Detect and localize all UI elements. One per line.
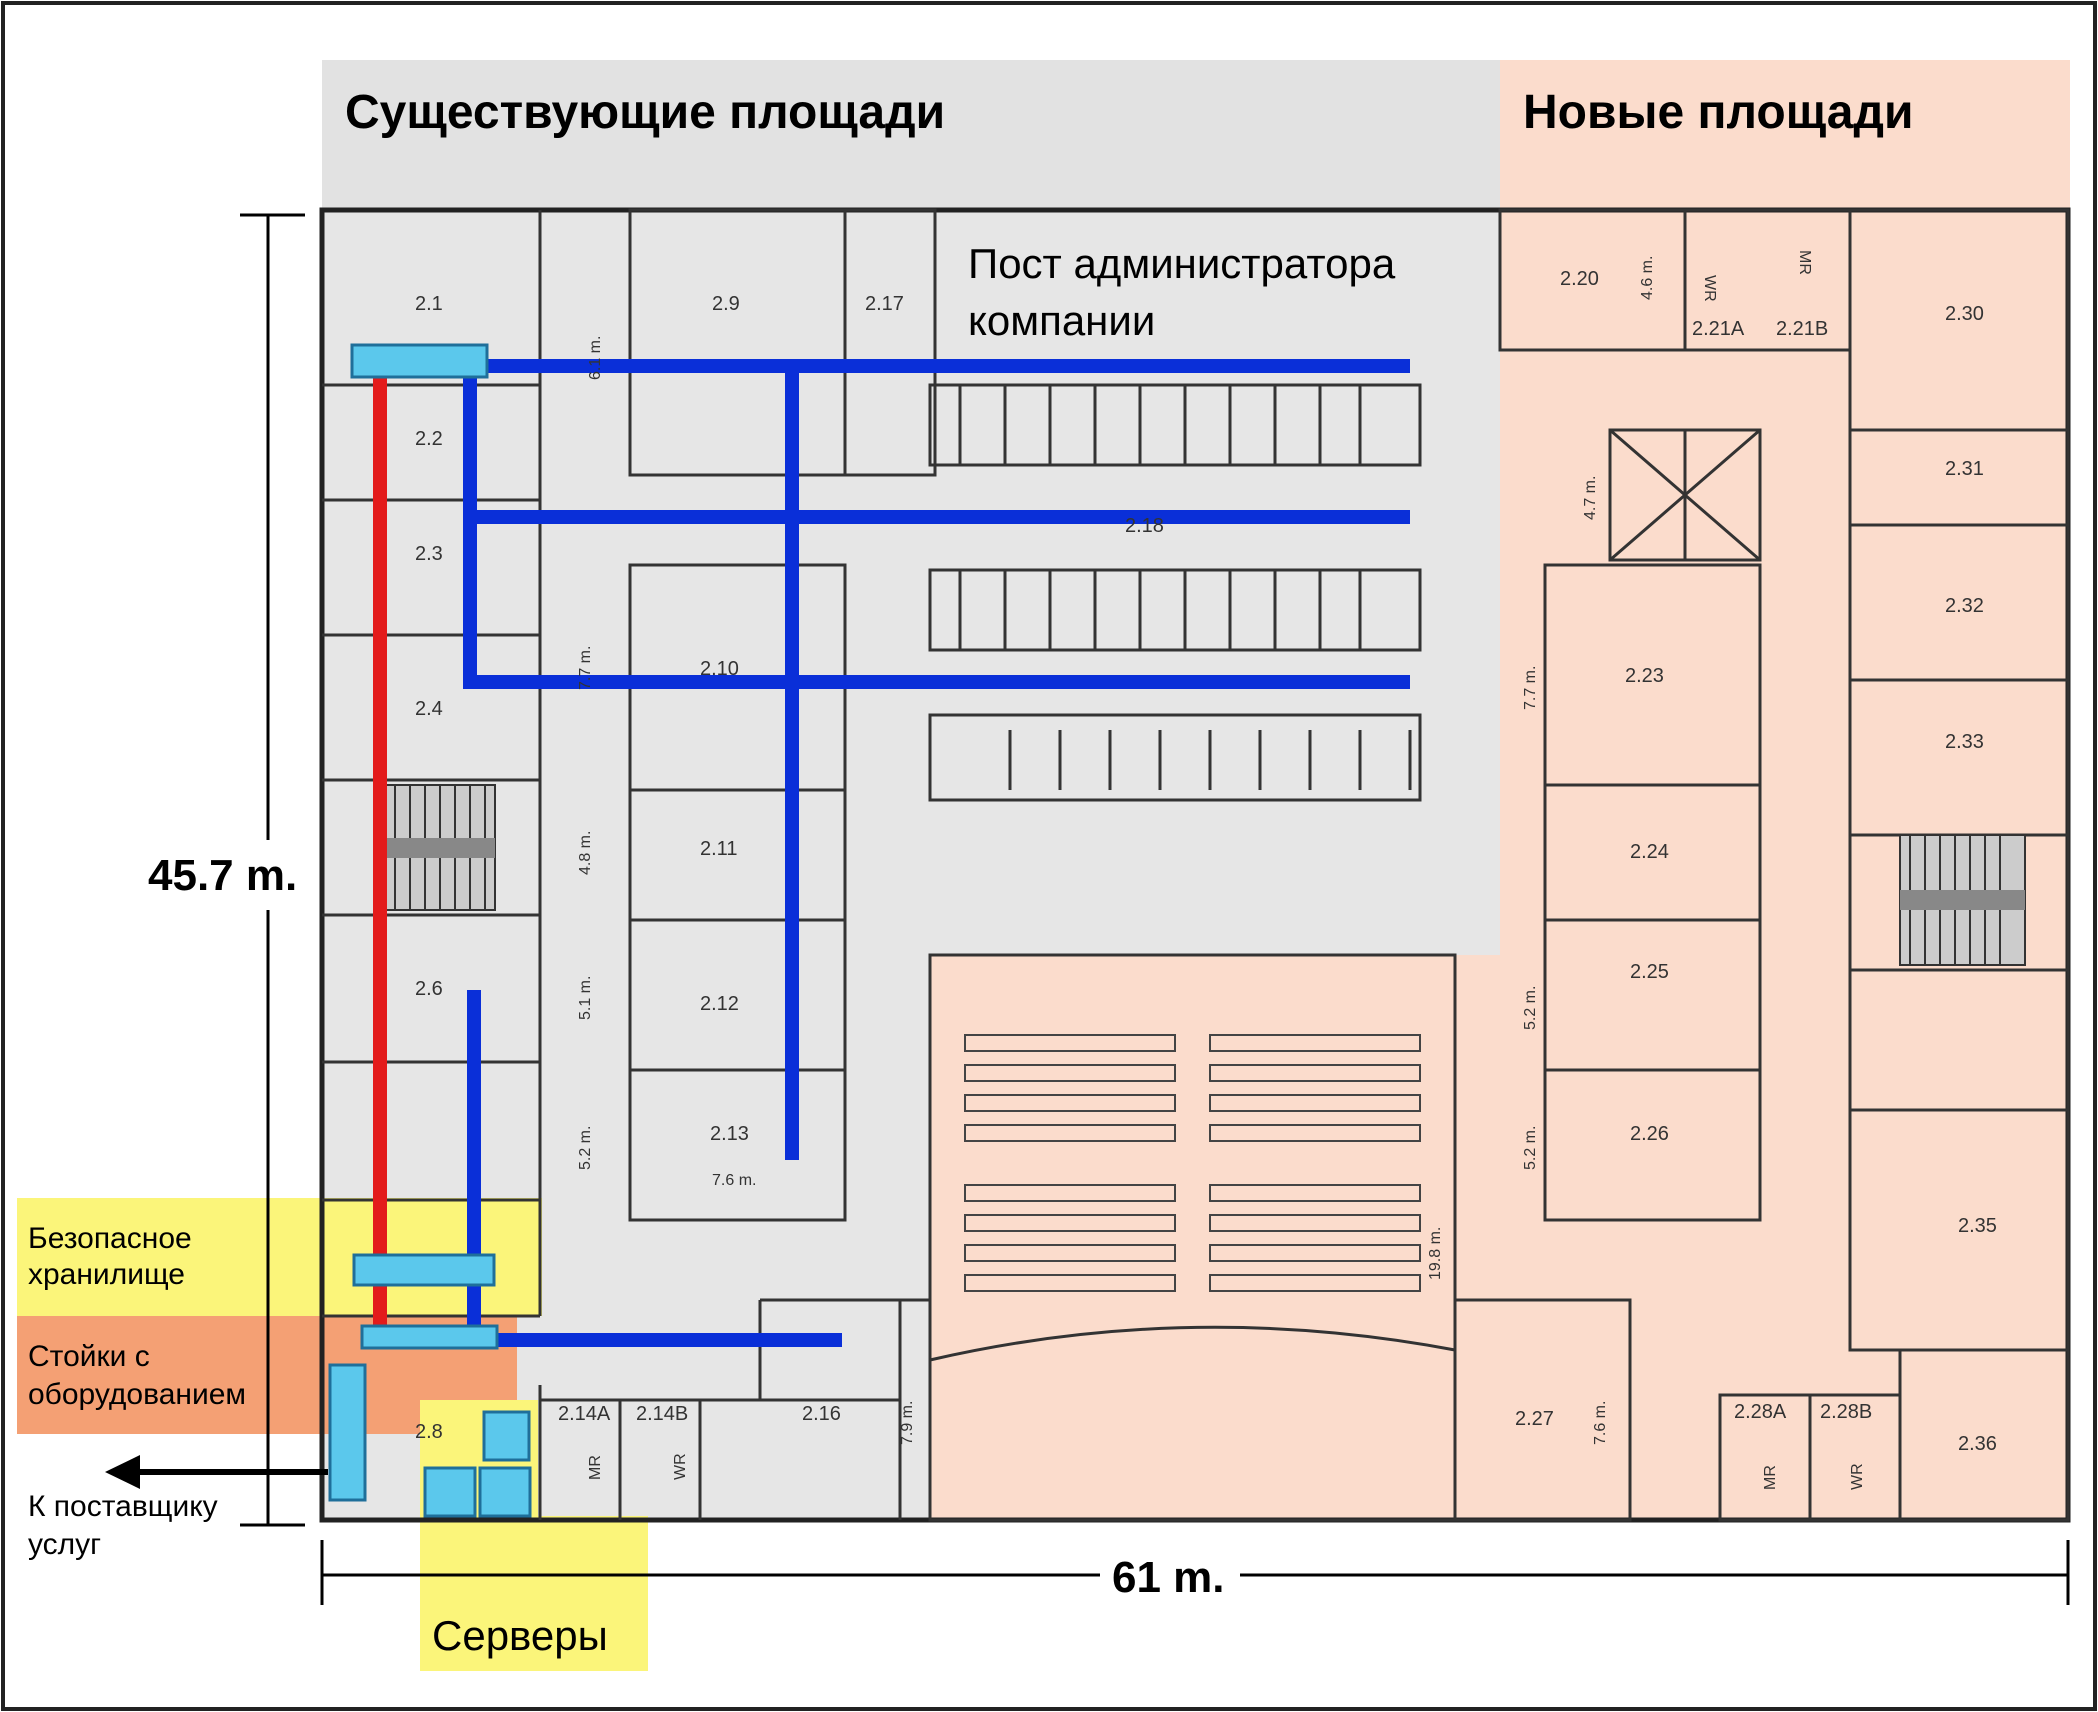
room-2-4: 2.4 [415, 698, 443, 720]
room-2-13: 2.13 [710, 1123, 749, 1145]
provider-label-line2: услуг [28, 1528, 101, 1561]
dim-7-6-right: 7.6 m. [1592, 1401, 1609, 1445]
dim-5-1: 5.1 m. [577, 976, 594, 1020]
dim-7-7-left: 7.7 m. [577, 646, 594, 690]
dim-5-2-right-1: 5.2 m. [1522, 986, 1539, 1030]
room-2-28b: 2.28B [1820, 1401, 1872, 1423]
new-area-bg-strip [1455, 955, 1500, 1520]
rack-equipment-vertical [328, 1363, 367, 1502]
auditorium [928, 953, 1457, 1522]
workstations [928, 383, 1422, 802]
width-dimension-label: 61 m. [1112, 1553, 1225, 1602]
dim-5-2-left: 5.2 m. [577, 1126, 594, 1170]
room-2-17: 2.17 [865, 293, 904, 315]
dim-7-9: 7.9 m. [899, 1401, 916, 1445]
secure-storage-label-line2: хранилище [28, 1258, 185, 1291]
server-3 [478, 1466, 532, 1518]
room-2-30: 2.30 [1945, 303, 1984, 325]
server-1 [482, 1410, 531, 1462]
room-2-26: 2.26 [1630, 1123, 1669, 1145]
existing-area-header-bg [322, 60, 1500, 210]
dim-6-1: 6.1 m. [587, 336, 604, 380]
stairs-left [384, 784, 496, 911]
racks-label-line2: оборудованием [28, 1378, 246, 1411]
room-2-25: 2.25 [1630, 961, 1669, 983]
width-dimension [320, 1540, 2070, 1605]
admin-post-label-line1: Пост администратора [968, 240, 1396, 287]
room-2-9: 2.9 [712, 293, 740, 315]
height-dimension-label: 45.7 m. [148, 851, 297, 900]
room-2-14b: 2.14B [636, 1403, 688, 1425]
dim-4-7: 4.7 m. [1582, 476, 1599, 520]
room-2-14a: 2.14A [558, 1403, 611, 1425]
new-area-header-bg [1500, 60, 2070, 210]
dim-4-6: 4.6 m. [1639, 256, 1656, 300]
height-dimension [240, 213, 305, 1527]
admin-post-label-line2: компании [968, 297, 1155, 344]
room-mr-2: MR [1796, 250, 1813, 275]
dim-19-8: 19.8 m. [1427, 1227, 1444, 1280]
room-2-11: 2.11 [700, 838, 737, 860]
room-2-21b: 2.21B [1776, 318, 1828, 340]
room-2-1: 2.1 [415, 293, 443, 315]
new-area-header: Новые площади [1523, 86, 1913, 139]
room-mr-3: MR [1762, 1465, 1779, 1490]
room-2-6: 2.6 [415, 978, 443, 1000]
room-wr-2: WR [1701, 275, 1718, 302]
room-2-21a: 2.21A [1692, 318, 1745, 340]
blue-cable-network [463, 359, 1410, 1347]
room-2-12: 2.12 [700, 993, 739, 1015]
secure-storage-equipment [352, 1253, 496, 1287]
room-2-2: 2.2 [415, 428, 443, 450]
room-2-20: 2.20 [1560, 268, 1599, 290]
existing-area-header: Существующие площади [345, 86, 945, 139]
new-area-rooms [1453, 208, 2070, 1522]
provider-arrow-head [105, 1455, 140, 1489]
room-2-16: 2.16 [802, 1403, 841, 1425]
dim-4-8: 4.8 m. [577, 831, 594, 875]
room-2-33: 2.33 [1945, 731, 1984, 753]
auditorium-bg [930, 955, 1500, 1520]
provider-label-line1: К поставщику [28, 1490, 218, 1523]
room-wr-3: WR [1849, 1463, 1866, 1490]
racks-label-line1: Стойки с [28, 1340, 150, 1373]
room-2-31: 2.31 [1945, 458, 1984, 480]
servers-highlight [420, 1516, 648, 1671]
room-2-8: 2.8 [415, 1421, 443, 1443]
room-mr-1: MR [587, 1455, 604, 1480]
room-wr-1: WR [672, 1453, 689, 1480]
room-2-27: 2.27 [1515, 1408, 1554, 1430]
room-2-28a: 2.28A [1734, 1401, 1787, 1423]
dim-7-6-bottom: 7.6 m. [712, 1172, 756, 1189]
room-2-24: 2.24 [1630, 841, 1669, 863]
room-labels: 2.1 2.2 2.3 2.4 2.6 2.8 2.9 2.10 2.11 2.… [415, 250, 1997, 1490]
room-2-10: 2.10 [700, 658, 739, 680]
equipment-2-1 [350, 343, 489, 379]
secure-storage-label-line1: Безопасное [28, 1222, 192, 1255]
room-2-35: 2.35 [1958, 1215, 1997, 1237]
rack-equipment-horizontal [360, 1324, 499, 1350]
dim-7-7-right: 7.7 m. [1522, 666, 1539, 710]
room-2-3: 2.3 [415, 543, 443, 565]
servers-label: Серверы [432, 1612, 608, 1659]
server-2 [423, 1466, 477, 1518]
dim-5-2-right-2: 5.2 m. [1522, 1126, 1539, 1170]
room-2-18: 2.18 [1125, 515, 1164, 537]
stairs-right [1899, 834, 2026, 966]
room-2-23: 2.23 [1625, 665, 1664, 687]
room-2-36: 2.36 [1958, 1433, 1997, 1455]
room-2-32: 2.32 [1945, 595, 1984, 617]
